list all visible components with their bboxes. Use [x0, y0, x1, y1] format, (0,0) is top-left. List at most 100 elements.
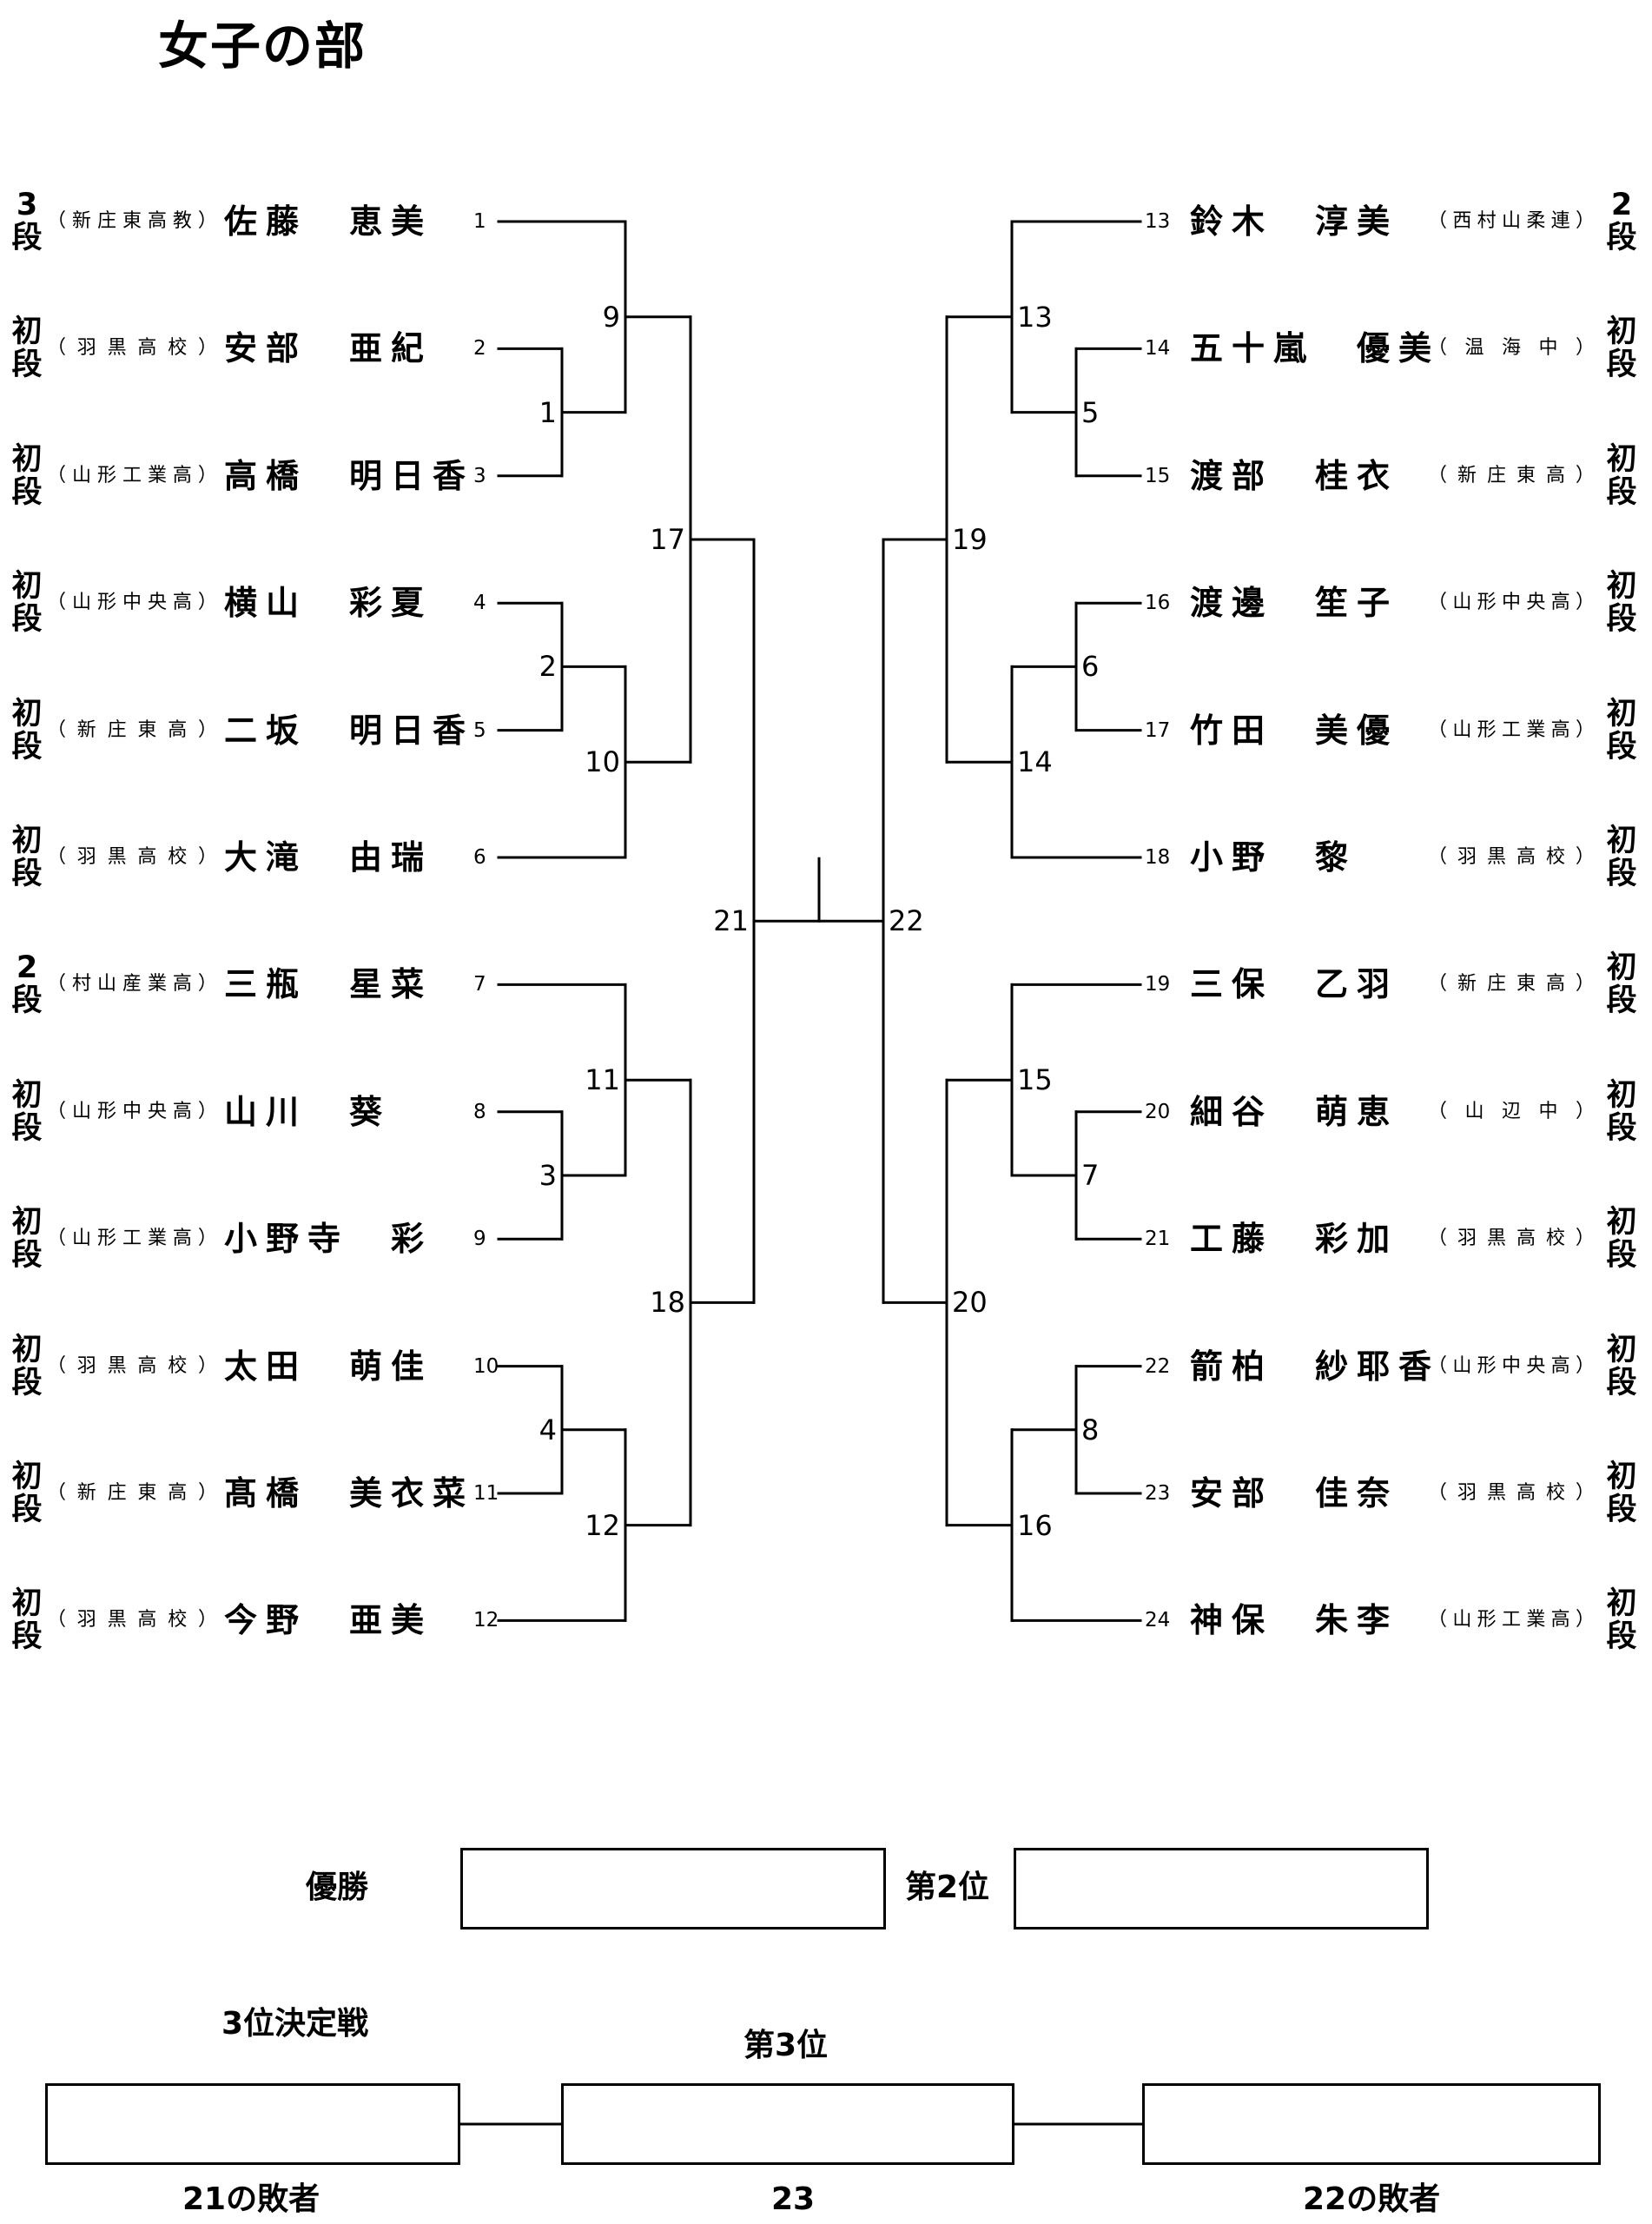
- club-char: 形: [96, 1228, 116, 1250]
- third-right-box[interactable]: [1142, 2083, 1601, 2165]
- rank-top: 初: [1606, 314, 1637, 350]
- rank-top: 2: [16, 950, 38, 986]
- entry-seed: 12: [473, 1609, 499, 1632]
- rank-bottom: 段: [11, 602, 43, 638]
- club-char: 山: [1501, 210, 1521, 232]
- club-char: ）: [197, 1354, 217, 1377]
- club-char: 東: [122, 210, 142, 232]
- club-char: 中: [122, 1100, 142, 1122]
- club-char: 高: [1550, 1609, 1570, 1632]
- entry-seed: 5: [473, 718, 486, 742]
- entry-club: （羽黒高校）: [1428, 1480, 1595, 1506]
- entry-club: （山形中央高）: [1428, 590, 1595, 616]
- club-char: （: [1428, 1228, 1448, 1250]
- rank-top: 初: [1606, 824, 1637, 858]
- match-number-6: 6: [1081, 650, 1100, 684]
- entry-rank: 初段: [1600, 951, 1643, 1017]
- club-char: ）: [197, 1228, 217, 1250]
- rank-top: 初: [11, 1077, 43, 1113]
- entry-seed: 10: [473, 1354, 499, 1378]
- rank-bottom: 段: [1606, 1110, 1637, 1146]
- second-place-label: 第2位: [905, 1870, 990, 1905]
- club-char: ）: [1575, 337, 1595, 360]
- rank-bottom: 段: [1606, 1493, 1637, 1527]
- club-char: 高: [172, 592, 192, 614]
- rank-bottom: 段: [11, 1238, 43, 1274]
- club-char: 高: [168, 1482, 188, 1504]
- entry-seed: 24: [1145, 1609, 1171, 1632]
- entry-seed: 14: [1145, 337, 1171, 361]
- club-char: 高: [1550, 718, 1570, 741]
- entry-name: 小野寺 彩: [224, 1220, 433, 1259]
- match-number-15: 15: [1017, 1063, 1053, 1097]
- club-char: 山: [71, 592, 91, 614]
- entry-rank: 初段: [5, 1460, 49, 1526]
- club-char: 山: [1452, 718, 1472, 741]
- club-char: 校: [168, 1354, 188, 1377]
- club-char: 中: [1501, 592, 1521, 614]
- club-char: 工: [1501, 718, 1521, 741]
- club-char: ）: [197, 973, 217, 996]
- club-char: （: [1428, 210, 1448, 232]
- club-char: 山: [71, 1100, 91, 1122]
- entry-club: （山辺中）: [1428, 1099, 1595, 1125]
- rank-top: 初: [1606, 1460, 1637, 1494]
- entry-club: （山形工業高）: [1428, 718, 1595, 744]
- club-char: 新: [76, 1482, 96, 1504]
- entry-name: 鈴木 淳美: [1190, 202, 1399, 241]
- club-char: ）: [197, 1609, 217, 1632]
- third-left-box[interactable]: [45, 2083, 460, 2165]
- rank-top: 初: [11, 696, 43, 731]
- match-number-18: 18: [650, 1286, 685, 1320]
- club-char: 業: [147, 973, 167, 996]
- entry-name: 横山 彩夏: [224, 584, 433, 623]
- rank-bottom: 段: [11, 221, 43, 255]
- entry-seed: 11: [473, 1482, 499, 1505]
- club-char: 庄: [1486, 973, 1506, 996]
- club-char: ）: [1575, 846, 1595, 868]
- club-char: （: [1428, 1482, 1448, 1504]
- club-char: 高: [1545, 973, 1565, 996]
- entry-rank: 初段: [1600, 1206, 1643, 1272]
- rank-bottom: 段: [11, 983, 43, 1019]
- entry-club: （村山産業高）: [47, 971, 217, 997]
- club-char: ）: [1575, 1482, 1595, 1504]
- club-char: 海: [1501, 337, 1521, 360]
- entry-rank: 初段: [5, 570, 49, 636]
- entry-name: 竹田 美優: [1190, 711, 1399, 750]
- club-char: 校: [168, 1609, 188, 1632]
- rank-bottom: 段: [1606, 857, 1637, 891]
- club-char: 羽: [76, 1609, 96, 1632]
- entry-seed: 20: [1145, 1100, 1171, 1123]
- club-char: 校: [168, 846, 188, 868]
- club-char: ）: [1575, 592, 1595, 614]
- entry-name: 大滝 由瑞: [224, 838, 433, 877]
- third-place-box[interactable]: [561, 2083, 1014, 2165]
- entry-seed: 3: [473, 464, 486, 487]
- club-char: 東: [137, 718, 157, 741]
- club-char: 東: [1516, 464, 1536, 486]
- entry-club: （山形中央高）: [47, 590, 217, 616]
- club-char: （: [47, 1609, 67, 1632]
- rank-top: 初: [11, 824, 43, 858]
- rank-top: 初: [1606, 696, 1637, 731]
- club-char: （: [1428, 1100, 1448, 1122]
- entry-club: （山形工業高）: [47, 1226, 217, 1252]
- club-char: 高: [172, 1228, 192, 1250]
- entry-club: （山形中央高）: [1428, 1354, 1595, 1380]
- entry-club: （山形工業高）: [1428, 1607, 1595, 1633]
- entry-rank: 初段: [1600, 1079, 1643, 1145]
- entry-seed: 16: [1145, 592, 1171, 615]
- entry-seed: 2: [473, 337, 486, 361]
- champion-label: 優勝: [306, 1870, 369, 1905]
- entry-name: 山川 葵: [224, 1092, 392, 1131]
- page-title: 女子の部: [158, 17, 367, 76]
- second-place-box[interactable]: [1014, 1848, 1429, 1929]
- club-char: 辺: [1501, 1100, 1521, 1122]
- club-char: 業: [147, 1228, 167, 1250]
- club-char: （: [47, 846, 67, 868]
- champion-box[interactable]: [460, 1848, 886, 1929]
- rank-top: 3: [16, 188, 38, 222]
- rank-bottom: 段: [11, 857, 43, 891]
